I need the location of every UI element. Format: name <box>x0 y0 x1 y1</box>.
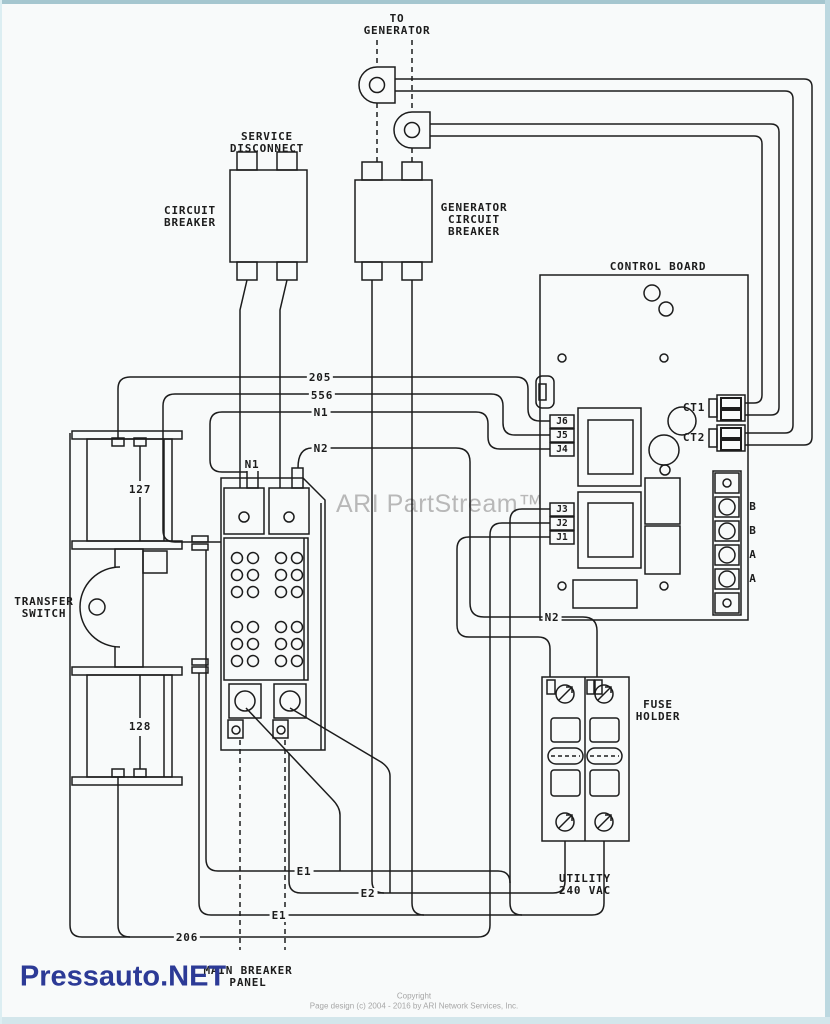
circuit-breaker-label: CIRCUIT BREAKER <box>164 204 216 229</box>
connector-j1-label: J1 <box>556 532 568 543</box>
wire-e1-upper-label: E1 <box>294 865 314 878</box>
coil-128-label: 128 <box>126 720 154 733</box>
copyright-line1: Copyright <box>396 991 432 1001</box>
service-disconnect-label: SERVICE DISCONNECT <box>229 130 305 155</box>
terminal-a2-label: A <box>749 572 757 585</box>
interconnect-wires <box>69 279 605 938</box>
wire-n1-stub-label: N1 <box>242 458 262 471</box>
page-frame-left <box>0 0 2 1024</box>
fuse-holder-label: FUSE HOLDER <box>635 698 681 723</box>
connector-j3-label: J3 <box>556 504 568 515</box>
page-frame-right <box>825 0 830 1024</box>
control-board-label: CONTROL BOARD <box>609 260 707 273</box>
wire-e2-label: E2 <box>358 887 378 900</box>
transfer-switch-assembly <box>71 430 183 786</box>
connector-j2-label: J2 <box>556 518 568 529</box>
utility-240vac-label: UTILITY 240 VAC <box>559 872 611 897</box>
connector-j4-label: J4 <box>556 444 568 455</box>
wire-n2-label: N2 <box>311 442 331 455</box>
transfer-switch-label: TRANSFER SWITCH <box>14 595 74 620</box>
generator-circuit-breaker-label: GENERATOR CIRCUIT BREAKER <box>440 201 508 238</box>
connector-j6-label: J6 <box>556 416 568 427</box>
terminal-b2-label: B <box>749 524 757 537</box>
page-frame-top <box>0 0 830 4</box>
wire-205-label: 205 <box>306 371 334 384</box>
wire-e1-lower-label: E1 <box>269 909 289 922</box>
connector-j5-label: J5 <box>556 430 568 441</box>
wire-556-label: 556 <box>308 389 336 402</box>
pressauto-logo: Pressauto.NET <box>19 960 227 993</box>
fuse-holder <box>541 676 630 842</box>
generator-ct-rings <box>358 66 431 149</box>
service-disconnect-breaker <box>229 151 308 281</box>
wire-206-label: 206 <box>173 931 201 944</box>
generator-circuit-breaker <box>354 161 433 281</box>
copyright-line2: Page design (c) 2004 - 2016 by ARI Netwo… <box>309 1001 519 1011</box>
coil-127-label: 127 <box>126 483 154 496</box>
ct1-label: CT1 <box>682 401 706 414</box>
terminal-b1-label: B <box>749 500 757 513</box>
to-generator-label: TO GENERATOR <box>363 12 431 37</box>
ct-wires <box>395 78 813 446</box>
page-frame-bottom <box>0 1017 830 1024</box>
main-breaker-panel-label: MAIN BREAKER PANEL <box>203 964 293 989</box>
ct-connectors <box>708 394 746 452</box>
terminal-a1-label: A <box>749 548 757 561</box>
wire-n2-fuse-label: N2 <box>542 611 562 624</box>
ct2-label: CT2 <box>682 431 706 444</box>
wire-n1-label: N1 <box>311 406 331 419</box>
main-contactor <box>191 467 326 751</box>
terminal-strip <box>712 470 742 616</box>
dashed-generator-links <box>239 40 413 950</box>
